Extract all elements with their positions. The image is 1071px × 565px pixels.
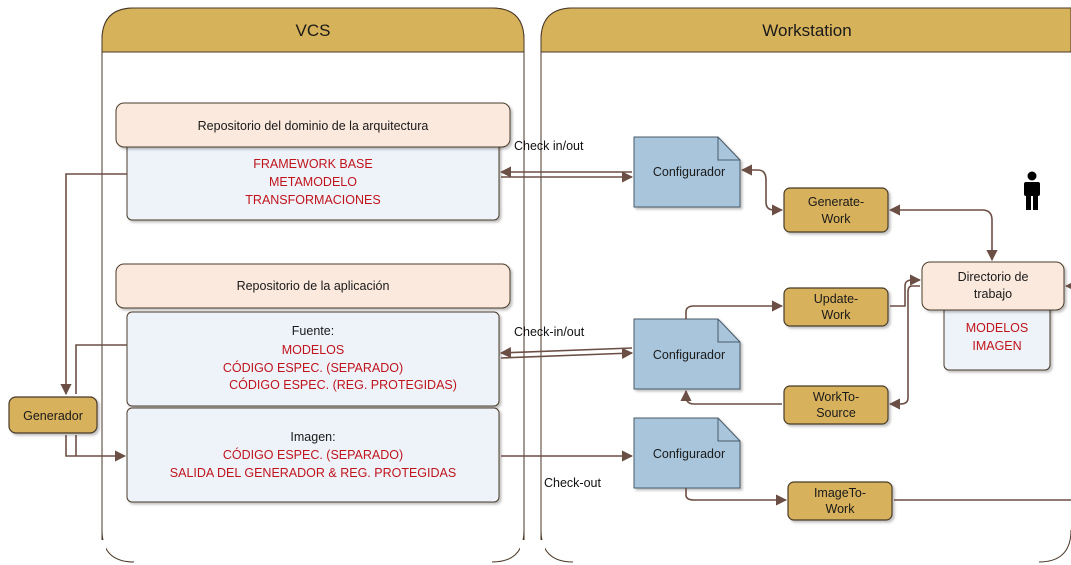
image-heading: Imagen: [290, 430, 335, 444]
edges [60, 164, 1071, 506]
edge-source-to-generator [75, 344, 127, 394]
domain-item-transformations: TRANSFORMACIONES [245, 193, 380, 207]
edge-label-check-in-out-1: Check in/out [514, 139, 584, 153]
edge-label-check-in-out-2: Check-in/out [514, 325, 585, 339]
working-directory[interactable]: Directorio de trabajo MODELOS IMAGEN [921, 261, 1065, 371]
domain-item-metamodel: METAMODELO [269, 175, 357, 189]
source-item-models: MODELOS [282, 343, 345, 357]
edge-workdir-work-to-source [888, 285, 920, 410]
edge-config2-update-work [685, 300, 784, 319]
domain-repository-title: Repositorio del dominio de la arquitectu… [198, 119, 429, 133]
source-heading: Fuente: [292, 324, 334, 338]
working-directory-title-1: Directorio de [958, 270, 1029, 284]
source-item-code-protected: CÓDIGO ESPEC. (REG. PROTEGIDAS) [229, 377, 457, 392]
person-icon [1024, 171, 1040, 210]
generator-node[interactable]: Generador [8, 396, 98, 434]
image-item-generator-output: SALIDA DEL GENERADOR & REG. PROTEGIDAS [170, 466, 456, 480]
configurator-2-label: Configurador [653, 348, 725, 362]
edge-config3-image-to-work [685, 488, 788, 506]
work-to-source-action[interactable]: WorkTo- Source [783, 385, 889, 425]
working-dir-item-image: IMAGEN [972, 339, 1021, 353]
lane-vcs: VCS [101, 7, 525, 565]
lane-title-workstation: Workstation [762, 21, 851, 40]
working-directory-title-2: trabajo [974, 287, 1012, 301]
lane-workstation: Workstation [540, 7, 1071, 565]
configurator-2[interactable]: Configurador [633, 318, 741, 390]
generate-work-line2: Work [822, 212, 852, 226]
image-item-code-separate: CÓDIGO ESPEC. (SEPARADO) [223, 447, 403, 462]
image-to-work-line1: ImageTo- [814, 486, 866, 500]
edge-generator-to-image [65, 435, 127, 462]
update-work-action[interactable]: Update- Work [783, 287, 889, 327]
update-work-line1: Update- [814, 292, 858, 306]
configurator-3-label: Configurador [653, 447, 725, 461]
application-repository-title: Repositorio de la aplicación [237, 279, 390, 293]
source-item-code-separate: CÓDIGO ESPEC. (SEPARADO) [223, 360, 403, 375]
edge-check-in-out-2b [500, 347, 634, 359]
working-dir-item-models: MODELOS [966, 321, 1029, 335]
application-repository: Repositorio de la aplicación Fuente: MOD… [115, 263, 511, 503]
edge-generate-work-workdir [888, 204, 998, 262]
generator-label: Generador [23, 409, 83, 423]
configurator-1-label: Configurador [653, 165, 725, 179]
configurator-1[interactable]: Configurador [633, 136, 741, 208]
generate-work-line1: Generate- [808, 195, 864, 209]
edge-domain-to-generator [60, 173, 127, 396]
edge-check-in-out-2 [499, 347, 633, 359]
work-to-source-line2: Source [816, 406, 856, 420]
update-work-line2: Work [822, 308, 852, 322]
domain-item-framework: FRAMEWORK BASE [253, 157, 372, 171]
image-to-work-line2: Work [826, 502, 856, 516]
edge-config1-generate-work [740, 164, 784, 216]
edge-update-work-workdir [890, 274, 922, 307]
work-to-source-line1: WorkTo- [813, 390, 859, 404]
lane-title-vcs: VCS [296, 21, 331, 40]
image-to-work-action[interactable]: ImageTo- Work [787, 481, 893, 521]
configurator-3[interactable]: Configurador [633, 417, 741, 489]
generate-work-action[interactable]: Generate- Work [783, 187, 889, 233]
edge-label-check-out: Check-out [544, 476, 601, 490]
domain-repository: Repositorio del dominio de la arquitectu… [115, 102, 511, 221]
edge-work-to-source-config2 [680, 389, 782, 405]
